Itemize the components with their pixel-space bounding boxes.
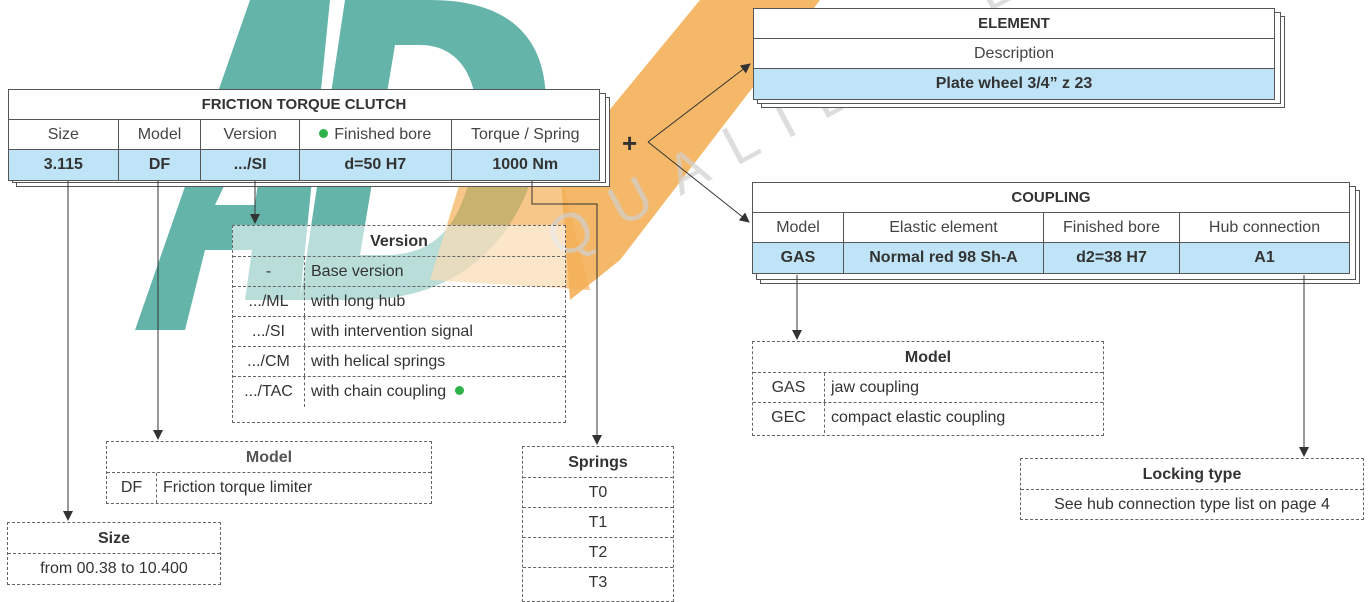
- locking-type-lookup-title: Locking type: [1021, 459, 1363, 490]
- element-code-table: ELEMENT Description Plate wheel 3/4” z 2…: [753, 8, 1285, 108]
- locking-type-lookup-table: Locking type See hub connection type lis…: [1020, 458, 1364, 520]
- coupling-title: COUPLING: [753, 183, 1349, 213]
- coupling-header-model: Model: [753, 213, 844, 243]
- clutch-header-torque-spring: Torque / Spring: [451, 120, 599, 150]
- coupling-value-elastic-element: Normal red 98 Sh-A: [844, 243, 1044, 273]
- list-item: from 00.38 to 10.400: [40, 560, 188, 577]
- arrow-coupling: [647, 141, 750, 223]
- clutch-value-size: 3.115: [9, 150, 119, 180]
- size-lookup-table: Size from 00.38 to 10.400: [7, 522, 221, 585]
- list-item: -Base version: [233, 257, 565, 287]
- clutch-header-model: Model: [118, 120, 202, 150]
- list-item: T0: [523, 478, 673, 508]
- element-title: ELEMENT: [754, 9, 1274, 39]
- list-item: T3: [588, 574, 608, 591]
- plus-sign: +: [622, 128, 638, 158]
- springs-lookup-title: Springs: [523, 447, 673, 478]
- coupling-value-finished-bore: d2=38 H7: [1044, 243, 1180, 273]
- list-item: T1: [523, 508, 673, 538]
- list-item: See hub connection type list on page 4: [1054, 496, 1330, 513]
- coupling-code-table: COUPLING Model Elastic element Finished …: [752, 182, 1360, 284]
- green-dot-icon: [454, 386, 464, 396]
- coupling-header-elastic-element: Elastic element: [844, 213, 1044, 243]
- clutch-code-table: FRICTION TORQUE CLUTCH Size Model Versio…: [8, 89, 610, 187]
- clutch-header-size: Size: [9, 120, 119, 150]
- clutch-title: FRICTION TORQUE CLUTCH: [9, 90, 599, 120]
- arrow-element: [647, 63, 751, 143]
- clutch-model-lookup-title: Model: [107, 442, 431, 473]
- green-dot-icon: [319, 129, 329, 139]
- list-item: T2: [523, 538, 673, 568]
- clutch-header-version: Version: [201, 120, 301, 150]
- size-lookup-title: Size: [8, 523, 220, 554]
- clutch-value-finished-bore: d=50 H7: [300, 150, 452, 180]
- springs-lookup-table: Springs T0 T1 T2 T3: [522, 446, 674, 602]
- clutch-header-finished-bore: Finished bore: [300, 120, 452, 150]
- coupling-value-model: GAS: [753, 243, 844, 273]
- clutch-value-torque: 1000 Nm: [451, 150, 599, 180]
- element-value-description: Plate wheel 3/4” z 23: [754, 69, 1274, 99]
- coupling-value-hub-connection: A1: [1180, 243, 1349, 273]
- element-header-description: Description: [754, 39, 1274, 69]
- clutch-value-model: DF: [118, 150, 202, 180]
- clutch-value-version: .../SI: [201, 150, 301, 180]
- coupling-model-lookup-title: Model: [753, 342, 1103, 373]
- coupling-header-hub-connection: Hub connection: [1180, 213, 1349, 243]
- version-lookup-title: Version: [233, 226, 565, 257]
- coupling-header-finished-bore: Finished bore: [1044, 213, 1180, 243]
